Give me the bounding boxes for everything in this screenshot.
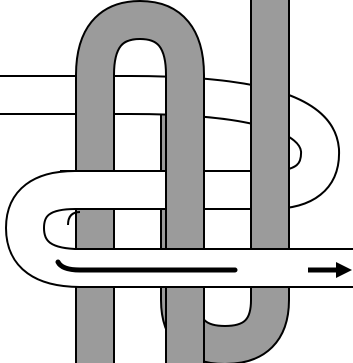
knot-diagram (0, 0, 353, 363)
